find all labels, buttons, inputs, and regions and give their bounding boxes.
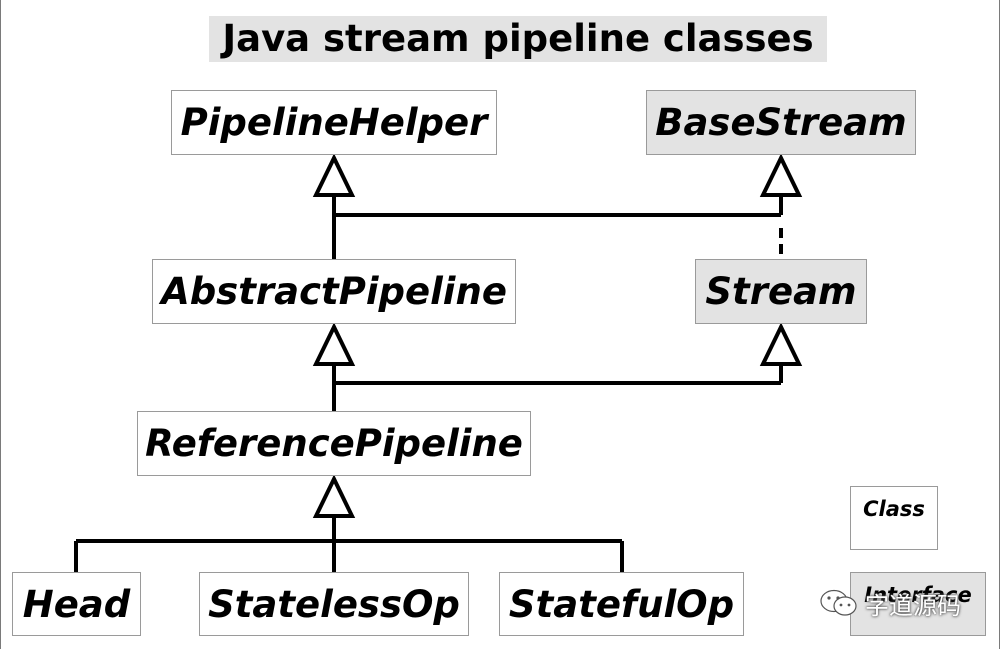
arrowhead-stream [759,322,803,366]
node-label: Head [22,582,131,626]
node-label: BaseStream [655,101,907,144]
arrowhead-pipelinehelper [312,153,356,197]
node-label: PipelineHelper [180,101,488,144]
node-label: Stream [705,270,857,313]
node-label: AbstractPipeline [161,270,507,313]
node-abstract-pipeline: AbstractPipeline [152,259,516,324]
arrowhead-basestream [759,153,803,197]
legend-interface-label: Interface [864,583,972,607]
legend-class-label: Class [863,497,925,521]
node-stateless-op: StatelessOp [199,572,469,636]
diagram-title: Java stream pipeline classes [209,16,827,62]
arrowhead-referencepipeline [312,474,356,518]
legend-class: Class [850,486,938,550]
node-label: StatelessOp [208,582,460,626]
wechat-icon [820,589,857,616]
watermark: 字道源码 [819,586,961,620]
node-stream: Stream [695,259,867,324]
node-pipeline-helper: PipelineHelper [171,90,497,155]
node-reference-pipeline: ReferencePipeline [137,411,531,476]
node-label: ReferencePipeline [145,422,523,465]
legend-interface: Interface [850,572,986,636]
node-base-stream: BaseStream [646,90,916,155]
node-head: Head [12,572,141,636]
watermark-text: 字道源码 [865,591,961,620]
node-stateful-op: StatefulOp [499,572,744,636]
node-label: StatefulOp [508,582,735,626]
arrowhead-abstractpipeline [312,322,356,366]
